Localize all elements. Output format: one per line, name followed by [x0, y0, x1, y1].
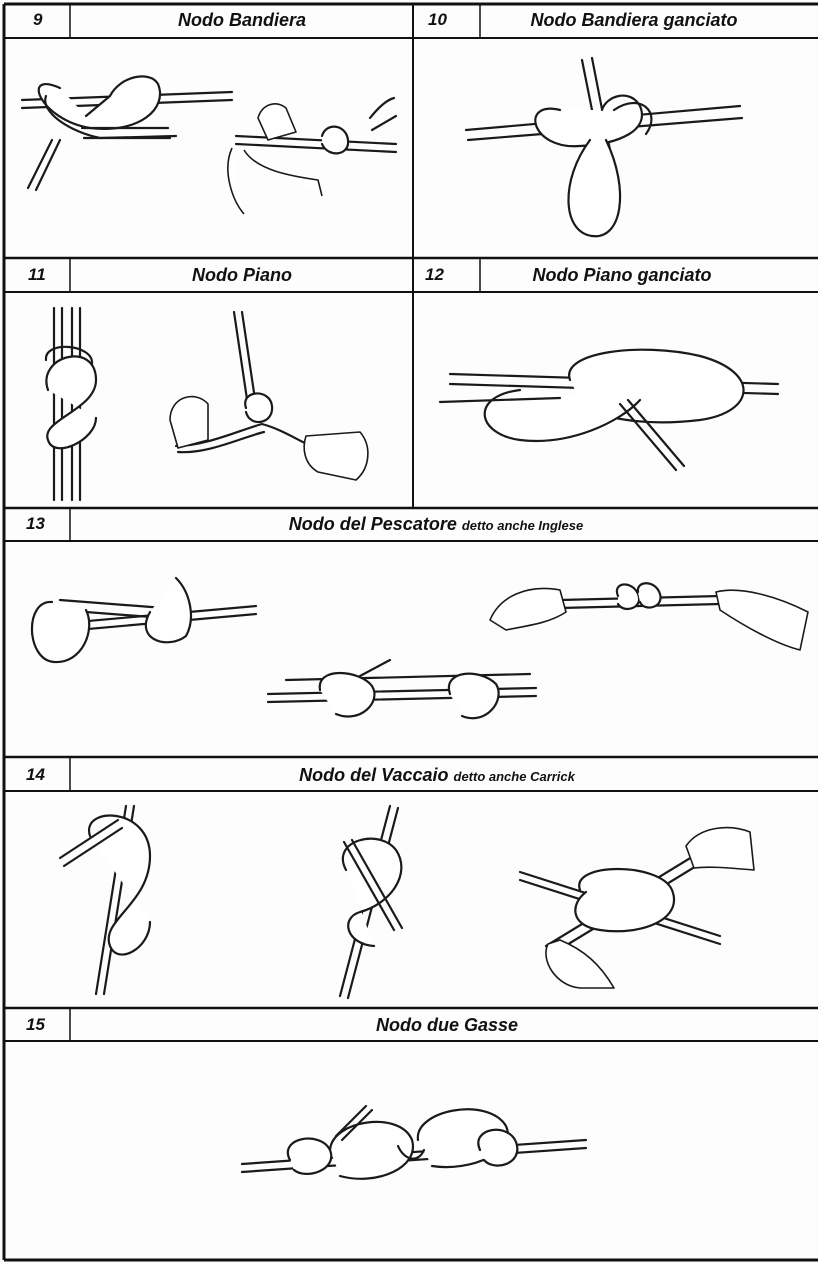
slipped-reef-knot-icon	[440, 350, 778, 470]
two-bowlines-knot-icon	[242, 1106, 586, 1179]
carrick-bend-step2-icon	[340, 806, 402, 998]
sheet-bend-knot-icon	[22, 76, 232, 190]
slipped-sheet-bend-knot-icon	[466, 58, 742, 236]
reef-knot-tying-hands-icon	[170, 312, 368, 480]
fishermans-knot-tight-icon	[268, 660, 536, 718]
fishermans-knot-pulling-hands-icon	[490, 583, 808, 650]
carrick-bend-hands-icon	[520, 828, 754, 988]
sheet-bend-tying-hands-icon	[228, 98, 396, 214]
fishermans-knot-loose-icon	[32, 578, 256, 662]
reef-knot-icon	[46, 308, 96, 500]
carrick-bend-step1-icon	[60, 806, 150, 994]
